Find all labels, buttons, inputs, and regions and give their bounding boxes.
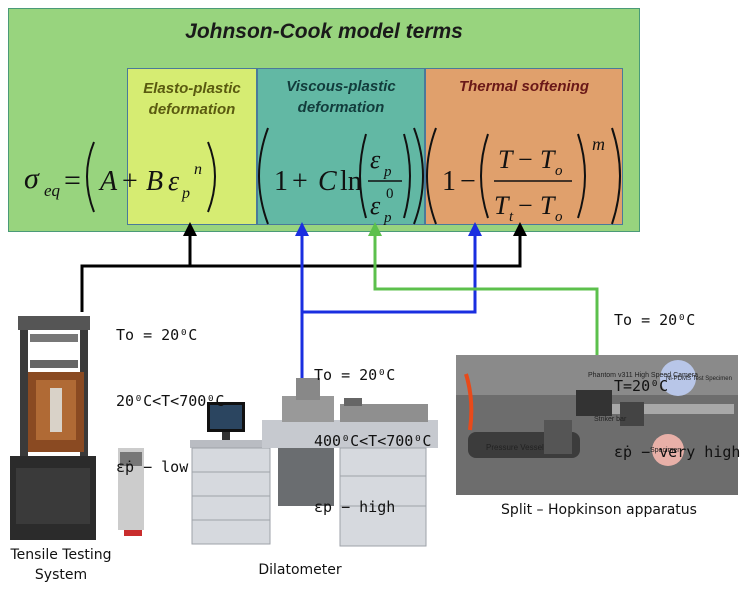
- svg-text:p: p: [181, 185, 190, 202]
- svg-text:T: T: [540, 145, 556, 174]
- svg-text:T: T: [540, 191, 556, 220]
- diagram-title: Johnson-Cook model terms: [185, 20, 463, 43]
- paren-close-3: [611, 127, 621, 225]
- dilatometer-condition-2: 400⁰C<T<700⁰C: [314, 432, 432, 450]
- svg-text:n: n: [194, 161, 202, 178]
- svg-text:o: o: [555, 209, 563, 225]
- svg-text:m: m: [592, 134, 605, 154]
- svg-text:o: o: [555, 163, 563, 179]
- svg-text:ε: ε: [168, 166, 179, 197]
- tensile-arrowhead-thermal: [513, 222, 527, 236]
- svg-text:−: −: [518, 145, 533, 174]
- paren-close-2: [413, 127, 424, 225]
- svg-text:p: p: [383, 164, 392, 180]
- hopkinson-arrow-lines: [373, 234, 599, 355]
- equals-sign: =: [64, 164, 81, 197]
- svg-text:C: C: [318, 166, 337, 197]
- dilatometer-condition-3: εp − high: [314, 498, 396, 516]
- svg-text:+: +: [292, 166, 308, 197]
- dilatometer-condition-1: To = 20⁰C: [314, 366, 396, 384]
- tensile-conditions: To = 20⁰C 20⁰C<T<700⁰C ε̇p − low: [116, 280, 224, 500]
- label-camera: Phantom v311 High Speed Camera: [588, 372, 698, 379]
- label-ni-pdms: Ni-PDMS Test Specimen: [666, 376, 732, 382]
- svg-text:−: −: [460, 166, 476, 197]
- thermal-softening-heading: Thermal softening: [458, 78, 589, 95]
- svg-text:1: 1: [442, 166, 456, 197]
- sigma-symbol: σ: [24, 162, 40, 195]
- hopkinson-caption: Split – Hopkinson apparatus: [501, 502, 697, 518]
- svg-text:t: t: [509, 209, 514, 225]
- hopkinson-arrowhead-viscous: [368, 222, 382, 236]
- label-striker: Striker bar: [594, 416, 627, 423]
- tensile-condition-3: ε̇p − low: [116, 458, 189, 476]
- svg-text:ln: ln: [340, 166, 362, 197]
- svg-text:ε: ε: [370, 191, 381, 220]
- svg-text:T: T: [494, 191, 510, 220]
- dilatometer-arrowhead-viscous: [295, 222, 309, 236]
- svg-text:ε: ε: [370, 145, 381, 174]
- svg-text:+: +: [122, 166, 138, 197]
- dilatometer-caption: Dilatometer: [258, 562, 342, 578]
- eq-subscript: eq: [44, 181, 61, 200]
- svg-text:A: A: [98, 166, 118, 197]
- elasto-plastic-panel: [127, 68, 257, 225]
- hopkinson-condition-3: ε̇p − very high: [614, 443, 741, 461]
- hopkinson-photo: [456, 355, 738, 495]
- viscous-plastic-panel: [257, 68, 425, 225]
- tensile-testing-photo: [10, 312, 144, 540]
- svg-text:−: −: [518, 191, 533, 220]
- paren-open-2: [258, 127, 269, 225]
- label-specimen: Specimen: [650, 447, 681, 454]
- svg-text:p: p: [383, 210, 392, 226]
- hopkinson-condition-2: T=20⁰C: [614, 377, 669, 395]
- paren-close-1: [207, 141, 216, 213]
- hopkinson-condition-1: To = 20⁰C: [614, 311, 696, 329]
- svg-text:0: 0: [386, 186, 394, 202]
- tensile-caption: Tensile Testing System: [10, 547, 112, 583]
- svg-text:B: B: [146, 166, 163, 197]
- dilatometer-conditions: To = 20⁰C 400⁰C<T<700⁰C εp − high: [314, 320, 431, 540]
- dilatometer-arrow-lines: [300, 234, 477, 392]
- paren-open-1: [86, 141, 95, 213]
- tensile-condition-2: 20⁰C<T<700⁰C: [116, 392, 225, 410]
- label-pressure-vessel: Pressure Vessel: [486, 443, 544, 452]
- viscous-plastic-heading: Viscous-plastic deformation: [286, 78, 396, 116]
- tensile-arrowhead-elasto: [183, 222, 197, 236]
- hopkinson-conditions: To = 20⁰C T=20⁰C ε̇p − very high: [614, 265, 740, 485]
- svg-text:1: 1: [274, 166, 288, 197]
- paren-open-3: [426, 127, 437, 225]
- dilatometer-arrowhead-thermal: [468, 222, 482, 236]
- tensile-condition-1: To = 20⁰C: [116, 326, 198, 344]
- dilatometer-photo: [190, 378, 438, 547]
- elasto-plastic-heading: Elasto-plastic deformation: [143, 80, 241, 118]
- thermal-softening-panel: [425, 68, 623, 225]
- svg-text:T: T: [498, 145, 514, 174]
